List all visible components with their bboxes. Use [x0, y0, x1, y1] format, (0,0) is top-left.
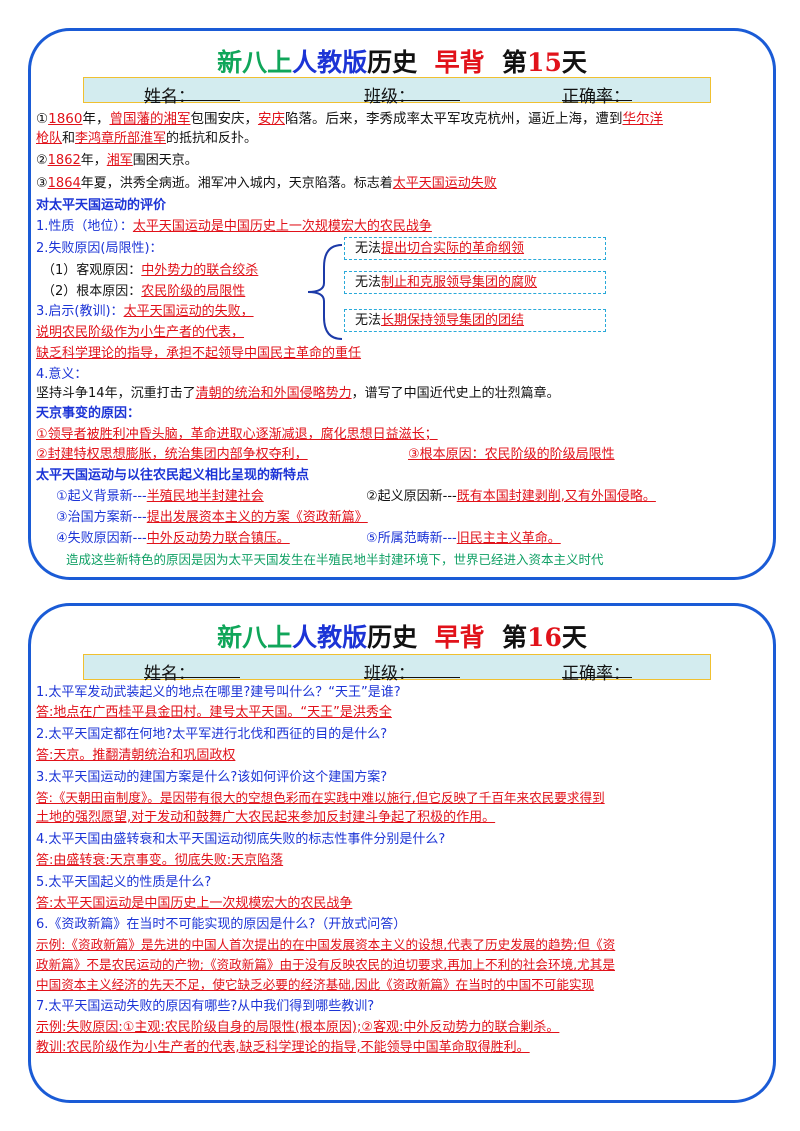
day15-root-reason: （2）根本原因：农民阶级的局限性: [42, 284, 246, 299]
day15-feature-3: ③治国方案新---提出发展资本主义的方案《资政新篇》: [56, 510, 368, 525]
answer-7-cont: 教训:农民阶级作为小生产者的代表,缺乏科学理论的指导,不能领导中国革命取得胜利。: [36, 1040, 530, 1055]
brace-shape: [307, 244, 343, 340]
day15-feature-5: ⑤所属范畴新---旧民主主义革命。: [366, 531, 561, 546]
day15-line-1: ①1860年，曾国藩的湘军包围安庆，安庆陷落。后来，李秀成率太平军攻克杭州，逼近…: [36, 111, 663, 127]
day15-lesson-3: 缺乏科学理论的指导，承担不起领导中国民主革命的重任: [36, 346, 362, 361]
day15-nature: 1.性质（地位）：太平天国运动是中国历史上一次规模宏大的农民战争: [36, 219, 432, 234]
day15-lesson-2: 说明农民阶级作为小生产者的代表，: [36, 325, 245, 340]
day15-lesson: 3.启示(教训)：太平天国运动的失败，: [36, 304, 254, 319]
day15-line-4: ③1864年夏，洪秀全病逝。湘军冲入城内，天京陷落。标志着太平天国运动失败: [36, 176, 497, 191]
answer-2: 答:天京。推翻清朝统治和巩固政权: [36, 748, 236, 763]
day15-incident-reason-2: ②封建特权思想膨胀，统治集团内部争权夺利，: [36, 447, 308, 462]
day15-significance: 4.意义：: [36, 367, 88, 382]
day15-line-2: 枪队和李鸿章所部淮军的抵抗和反扑。: [36, 131, 258, 146]
answer-6: 示例:《资政新篇》是先进的中国人首次提出的在中国发展资本主义的设想,代表了历史发…: [36, 937, 616, 952]
day15-new-features: 太平天国运动与以往农民起义相比呈现的新特点: [36, 468, 310, 483]
question-2: 2.太平天国定都在何地?太平军进行北伐和西征的目的是什么?: [36, 727, 388, 742]
limitation-box-1: 无法提出切合实际的革命纲领: [344, 237, 606, 260]
day15-title: 新八上人教版历史 早背 第15天: [217, 48, 587, 77]
limitation-box-2: 无法制止和克服领导集团的腐败: [344, 271, 606, 294]
day15-feature-1: ①起义背景新---半殖民地半封建社会: [56, 489, 264, 504]
limitation-box-3: 无法长期保持领导集团的团结: [344, 309, 606, 332]
answer-3: 答:《天朝田亩制度》。是因带有很大的空想色彩而在实践中难以施行,但它反映了千百年…: [36, 790, 605, 805]
day15-incident-reason-1: ①领导者被胜利冲昏头脑，革命进取心逐渐减退，腐化思想日益滋长；: [36, 427, 438, 442]
day15-feature-2: ②起义原因新---既有本国封建剥削,又有外国侵略。: [366, 489, 656, 504]
day15-section-evaluation: 对太平天国运动的评价: [36, 198, 167, 213]
question-5: 5.太平天国起义的性质是什么?: [36, 875, 212, 890]
answer-6-cont-2: 中国资本主义经济的先天不足，使它缺乏必要的经济基础,因此《资政新篇》在当时的中国…: [36, 977, 595, 992]
question-1: 1.太平军发动武装起义的地点在哪里?建号叫什么？“天王”是谁?: [36, 685, 401, 700]
question-6: 6.《资政新篇》在当时不可能实现的原因是什么?（开放式问答）: [36, 917, 407, 932]
day16-title: 新八上人教版历史 早背 第16天: [217, 623, 587, 652]
answer-7: 示例:失败原因:①主观:农民阶级自身的局限性(根本原因);②客观:中外反动势力的…: [36, 1020, 560, 1035]
day15-objective-reason: （1）客观原因：中外势力的联合绞杀: [42, 263, 259, 278]
question-3: 3.太平天国运动的建国方案是什么?该如何评价这个建国方案?: [36, 770, 388, 785]
answer-1: 答:地点在广西桂平县金田村。建号太平天国。“天王”是洪秀全: [36, 705, 392, 720]
day15-failure-reasons: 2.失败原因(局限性)：: [36, 241, 163, 256]
answer-4: 答:由盛转衰:天京事变。彻底失败:天京陷落: [36, 853, 284, 868]
answer-5: 答:太平天国运动是中国历史上一次规模宏大的农民战争: [36, 896, 353, 911]
answer-6-cont: 政新篇》不是农民运动的产物;《资政新篇》由于没有反映农民的迫切要求,再加上不利的…: [36, 957, 615, 972]
question-7: 7.太平天国运动失败的原因有哪些?从中我们得到哪些教训?: [36, 999, 375, 1014]
day16-info-bar: 姓名： 班级： 正确率：: [83, 654, 711, 684]
day15-incident-reason-3: ③根本原因：农民阶级的阶级局限性: [408, 447, 615, 462]
answer-3-cont: 土地的强烈愿望,对于发动和鼓舞广大农民起来参加反封建斗争起了积极的作用。: [36, 810, 496, 825]
day16-card: 新八上人教版历史 早背 第16天 姓名： 班级： 正确率： 1.太平军发动武装起…: [28, 603, 776, 1103]
day15-info-bar: 姓名： 班级： 正确率：: [83, 77, 711, 107]
day15-tianjing-incident: 天京事变的原因：: [36, 406, 141, 421]
day15-significance-text: 坚持斗争14年，沉重打击了清朝的统治和外国侵略势力，谱写了中国近代史上的壮烈篇章…: [36, 386, 560, 401]
day15-line-3: ②1862年，湘军围困天京。: [36, 153, 198, 168]
day15-card: 新八上人教版历史 早背 第15天 姓名： 班级： 正确率： ①1860年，曾国藩…: [28, 28, 776, 580]
day15-feature-4: ④失败原因新---中外反动势力联合镇压。: [56, 531, 290, 546]
question-4: 4.太平天国由盛转衰和太平天国运动彻底失败的标志性事件分别是什么?: [36, 832, 446, 847]
day15-feature-cause: 造成这些新特色的原因是因为太平天国发生在半殖民地半封建环境下，世界已经进入资本主…: [66, 552, 604, 567]
